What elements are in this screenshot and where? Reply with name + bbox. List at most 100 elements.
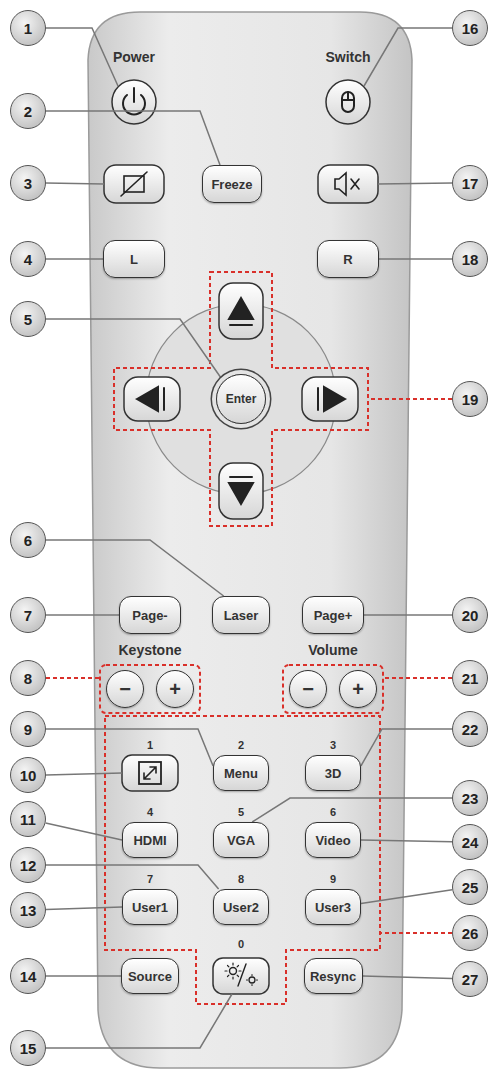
remote-button: User3 bbox=[305, 889, 361, 925]
button-text: Resync bbox=[310, 969, 356, 984]
callout-number: 17 bbox=[452, 165, 488, 201]
button-text: Freeze bbox=[211, 177, 252, 192]
callout-text: 22 bbox=[462, 721, 479, 738]
button-text: + bbox=[169, 678, 181, 701]
button-text: R bbox=[343, 252, 352, 267]
callout-text: 17 bbox=[462, 175, 479, 192]
callout-text: 10 bbox=[20, 767, 37, 784]
callout-number: 19 bbox=[452, 381, 488, 417]
button-text: Laser bbox=[224, 608, 259, 623]
enter-button: Enter bbox=[216, 374, 266, 424]
callout-text: 5 bbox=[24, 311, 32, 328]
callout-number: 24 bbox=[452, 824, 488, 860]
callout-text: 15 bbox=[20, 1040, 37, 1057]
leader-line bbox=[364, 614, 452, 616]
button-text: User2 bbox=[223, 900, 259, 915]
button-text: HDMI bbox=[133, 833, 166, 848]
remote-button: HDMI bbox=[122, 822, 178, 858]
group-outlines bbox=[46, 272, 452, 1004]
callout-text: 6 bbox=[24, 532, 32, 549]
callout-number: 10 bbox=[10, 757, 46, 793]
leader-line bbox=[46, 865, 219, 889]
callout-text: 27 bbox=[462, 971, 479, 988]
callout-text: 12 bbox=[20, 857, 37, 874]
callout-text: 19 bbox=[462, 391, 479, 408]
callout-text: 20 bbox=[462, 607, 479, 624]
callout-text: 18 bbox=[462, 251, 479, 268]
callout-number: 27 bbox=[452, 961, 488, 997]
remote-button: Freeze bbox=[202, 165, 262, 203]
leader-line bbox=[46, 540, 224, 596]
callout-text: 21 bbox=[462, 670, 479, 687]
leader-line bbox=[46, 975, 121, 977]
button-text: L bbox=[130, 252, 138, 267]
group-label: Keystone bbox=[118, 643, 181, 657]
callout-text: 7 bbox=[24, 607, 32, 624]
callout-number: 11 bbox=[10, 801, 46, 837]
callout-text: 1 bbox=[24, 20, 32, 37]
callout-text: 3 bbox=[24, 175, 32, 192]
leader-line bbox=[46, 111, 220, 165]
leader-line bbox=[46, 729, 213, 766]
remote-button: VGA bbox=[213, 822, 269, 858]
callout-number: 25 bbox=[452, 869, 488, 905]
remote-button: Page+ bbox=[302, 596, 364, 634]
group-label: Power bbox=[113, 50, 155, 64]
button-text: Page+ bbox=[314, 608, 353, 623]
callout-number: 26 bbox=[452, 915, 488, 951]
key-number: 3 bbox=[330, 740, 336, 751]
button-text: − bbox=[119, 678, 131, 701]
key-number: 7 bbox=[147, 874, 153, 885]
callout-number: 16 bbox=[452, 10, 488, 46]
callout-number: 7 bbox=[10, 597, 46, 633]
callout-text: 11 bbox=[20, 811, 36, 828]
button-text: User1 bbox=[132, 900, 168, 915]
leader-line bbox=[46, 907, 122, 909]
key-number: 9 bbox=[330, 874, 336, 885]
callout-number: 2 bbox=[10, 93, 46, 129]
leader-line bbox=[379, 258, 452, 260]
remote-button: Resync bbox=[304, 958, 363, 994]
key-number: 1 bbox=[147, 740, 153, 751]
callout-number: 1 bbox=[10, 10, 46, 46]
leader-line bbox=[46, 823, 122, 840]
remote-button: R bbox=[317, 240, 379, 278]
key-number: 2 bbox=[238, 740, 244, 751]
callout-text: 26 bbox=[462, 925, 479, 942]
callout-number: 13 bbox=[10, 892, 46, 928]
button-text: Menu bbox=[224, 766, 258, 781]
callout-number: 5 bbox=[10, 301, 46, 337]
remote-button: Menu bbox=[213, 755, 269, 791]
callout-text: 2 bbox=[24, 103, 32, 120]
round-button: − bbox=[106, 670, 144, 708]
remote-button: User1 bbox=[122, 889, 178, 925]
leader-line bbox=[361, 890, 452, 904]
key-number: 6 bbox=[330, 807, 336, 818]
callout-number: 12 bbox=[10, 847, 46, 883]
round-button: − bbox=[289, 670, 327, 708]
callout-number: 4 bbox=[10, 241, 46, 277]
callout-text: 25 bbox=[462, 879, 479, 896]
leader-line bbox=[361, 729, 452, 766]
button-text: VGA bbox=[227, 833, 255, 848]
group-label: Volume bbox=[308, 643, 358, 657]
remote-button: Source bbox=[121, 958, 179, 994]
callout-number: 3 bbox=[10, 165, 46, 201]
callout-text: 24 bbox=[462, 834, 479, 851]
button-text: User3 bbox=[315, 900, 351, 915]
callout-text: 9 bbox=[24, 721, 32, 738]
callout-number: 8 bbox=[10, 660, 46, 696]
group-label: Switch bbox=[325, 50, 370, 64]
leader-line bbox=[252, 798, 452, 822]
button-text: Page- bbox=[132, 608, 167, 623]
callout-number: 15 bbox=[10, 1030, 46, 1066]
round-button: + bbox=[156, 670, 194, 708]
icon-buttons bbox=[104, 80, 378, 994]
leader-line bbox=[361, 840, 452, 842]
leader-line bbox=[46, 258, 103, 260]
callout-number: 6 bbox=[10, 522, 46, 558]
callout-number: 18 bbox=[452, 241, 488, 277]
remote-button: 3D bbox=[305, 755, 361, 791]
round-button: + bbox=[339, 670, 377, 708]
